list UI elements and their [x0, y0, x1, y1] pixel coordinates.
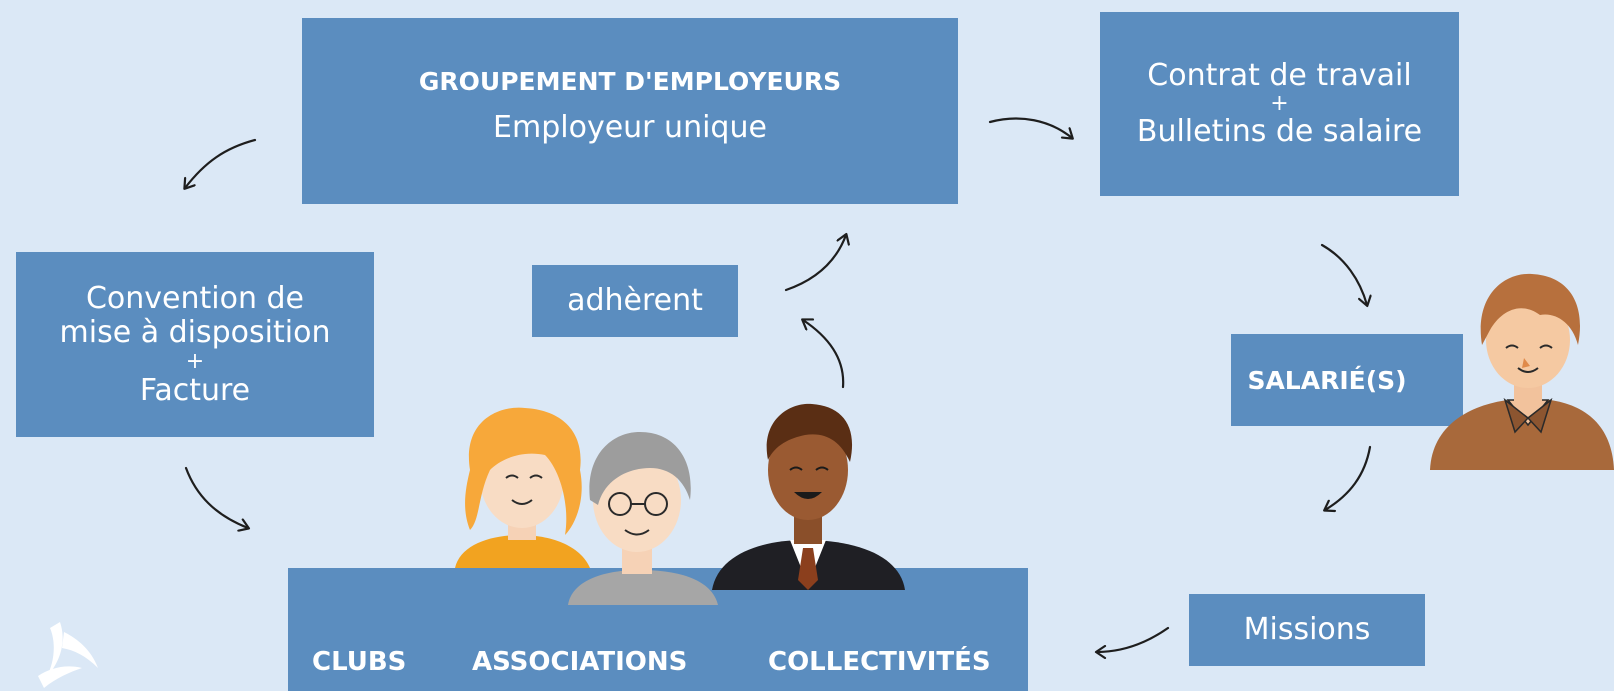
arrow-to-salaries: [1320, 243, 1367, 305]
convention-line1: Convention de: [85, 280, 305, 316]
salaries-box: SALARIÉ(S): [1231, 334, 1463, 426]
arrow-to-missions: [1325, 445, 1372, 510]
adherent-box: adhèrent: [532, 265, 738, 337]
arrow-members-to-adherent: [803, 320, 845, 389]
groupement-subtitle: Employeur unique: [493, 110, 767, 145]
elderly-woman-illustration: [568, 432, 718, 605]
convention-plus: +: [185, 348, 205, 374]
convention-box: Convention de mise à disposition + Factu…: [16, 252, 374, 437]
convention-line3: Facture: [139, 372, 251, 408]
associations-label: ASSOCIATIONS: [472, 647, 688, 677]
man-illustration: [712, 403, 905, 590]
missions-label: Missions: [1243, 612, 1371, 647]
clubs-label: CLUBS: [312, 647, 407, 677]
contrat-plus: +: [1270, 91, 1289, 116]
adherent-label: adhèrent: [567, 283, 703, 318]
employee-illustration: [1430, 273, 1614, 470]
contrat-line1: Contrat de travail: [1147, 58, 1412, 93]
arrow-to-members: [1097, 626, 1170, 652]
arrow-to-convention: [185, 138, 257, 188]
logo-icon: [38, 622, 98, 688]
contrat-line2: Bulletins de salaire: [1136, 114, 1423, 149]
collectivites-label: COLLECTIVITÉS: [768, 647, 991, 677]
arrow-adherent-to-groupement: [784, 235, 846, 292]
flow-arrows: [184, 117, 1372, 652]
salaries-label: SALARIÉ(S): [1247, 365, 1407, 395]
groupement-box: GROUPEMENT D'EMPLOYEURS Employeur unique: [302, 18, 958, 204]
groupement-title: GROUPEMENT D'EMPLOYEURS: [418, 67, 842, 96]
arrow-to-contrat: [988, 117, 1072, 138]
convention-line2: mise à disposition: [59, 314, 331, 350]
contrat-box: Contrat de travail + Bulletins de salair…: [1100, 12, 1459, 196]
missions-box: Missions: [1189, 594, 1425, 666]
arrow-convention-to-members: [184, 466, 248, 528]
woman-illustration: [455, 407, 590, 568]
